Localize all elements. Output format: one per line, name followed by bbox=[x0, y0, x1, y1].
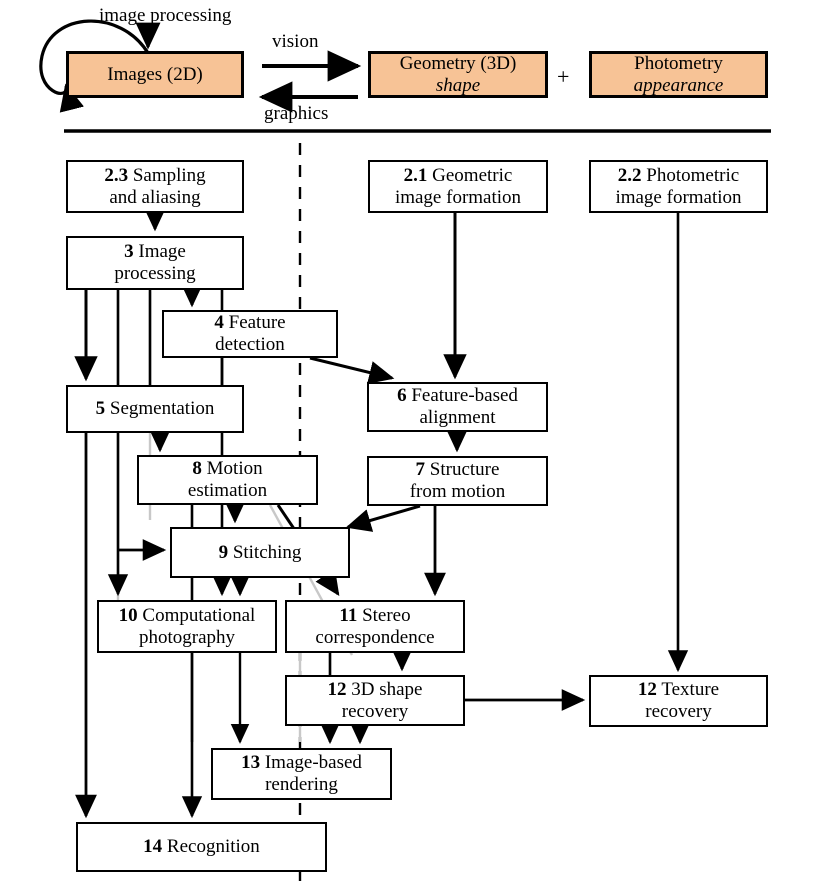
box-ch9-line1: 9 Stitching bbox=[218, 541, 302, 563]
box-ch4-line1: 4 Feature bbox=[214, 312, 286, 334]
box-ch3-line1: 3 Image bbox=[124, 241, 186, 263]
box-ch10-number: 10 bbox=[118, 604, 138, 626]
box-ch8-line1: 8 Motion bbox=[192, 458, 263, 480]
box-ch9-stitching[interactable]: 9 Stitching bbox=[170, 527, 350, 578]
box-ch2-2-line2: image formation bbox=[615, 186, 742, 208]
box-ch11-line1: 11 Stereo bbox=[339, 604, 411, 626]
box-ch2-2-number: 2.2 bbox=[617, 164, 642, 186]
box-ch3-line2: processing bbox=[114, 263, 196, 284]
box-ch9-number: 9 bbox=[218, 541, 229, 563]
box-ch2-1-geometric-image-formation[interactable]: 2.1 Geometric image formation bbox=[368, 160, 548, 213]
box-ch13-number: 13 bbox=[241, 752, 261, 774]
box-ch12a-line2: recovery bbox=[341, 700, 409, 722]
box-ch2-3-sampling-and-aliasing[interactable]: 2.3 Sampling and aliasing bbox=[66, 160, 244, 213]
box-ch13-image-based-rendering[interactable]: 13 Image-based rendering bbox=[211, 748, 392, 800]
box-ch6-number: 6 bbox=[397, 385, 407, 407]
box-ch4-line2: detection bbox=[215, 334, 285, 355]
box-ch8-line2: estimation bbox=[187, 480, 268, 501]
box-ch11-stereo-correspondence[interactable]: 11 Stereo correspondence bbox=[285, 600, 465, 653]
box-ch5-segmentation[interactable]: 5 Segmentation bbox=[66, 385, 244, 433]
box-ch4-feature-detection[interactable]: 4 Feature detection bbox=[162, 310, 338, 358]
box-ch6-feature-based-alignment[interactable]: 6 Feature-based alignment bbox=[367, 382, 548, 432]
box-photometry-label: Photometry bbox=[634, 52, 723, 74]
box-ch14-recognition[interactable]: 14 Recognition bbox=[76, 822, 327, 872]
box-geometry-3d-label: Geometry (3D) bbox=[399, 52, 517, 74]
box-images-2d-label: Images (2D) bbox=[107, 63, 203, 85]
box-ch3-image-processing[interactable]: 3 Image processing bbox=[66, 236, 244, 290]
box-ch12b-number: 12 bbox=[637, 679, 657, 701]
box-ch14-number: 14 bbox=[143, 836, 163, 858]
box-ch5-number: 5 bbox=[95, 398, 106, 420]
box-photometry-sublabel: appearance bbox=[633, 74, 724, 96]
box-ch2-2-line1: 2.2 Photometric bbox=[617, 164, 740, 186]
box-ch8-number: 8 bbox=[192, 458, 202, 480]
box-ch10-line1: 10 Computational bbox=[118, 604, 256, 626]
box-ch12b-line1: 12 Texture bbox=[637, 679, 720, 701]
box-ch3-number: 3 bbox=[124, 241, 134, 263]
box-ch10-line2: photography bbox=[138, 626, 236, 648]
box-ch12a-line1: 12 3D shape bbox=[327, 678, 423, 700]
box-ch12a-number: 12 bbox=[327, 678, 347, 700]
box-geometry-3d-sublabel: shape bbox=[435, 74, 481, 96]
box-ch2-3-line1: 2.3 Sampling bbox=[104, 164, 206, 186]
box-ch2-3-line2: and aliasing bbox=[109, 186, 201, 208]
box-ch7-line2: from motion bbox=[409, 481, 506, 502]
box-ch12-3d-shape-recovery[interactable]: 12 3D shape recovery bbox=[285, 675, 465, 726]
box-ch6-line1: 6 Feature-based bbox=[397, 385, 518, 407]
box-ch5-line1: 5 Segmentation bbox=[95, 398, 215, 420]
box-ch2-2-photometric-image-formation[interactable]: 2.2 Photometric image formation bbox=[589, 160, 768, 213]
box-ch11-number: 11 bbox=[339, 604, 358, 626]
box-ch7-line1: 7 Structure bbox=[415, 459, 500, 481]
box-ch14-line1: 14 Recognition bbox=[143, 836, 260, 858]
box-ch2-1-number: 2.1 bbox=[403, 164, 428, 186]
box-ch7-number: 7 bbox=[415, 459, 426, 481]
box-photometry[interactable]: Photometry appearance bbox=[589, 51, 768, 98]
label-graphics: graphics bbox=[264, 103, 329, 124]
label-image-processing: image processing bbox=[99, 5, 232, 26]
plus-symbol: + bbox=[557, 64, 570, 89]
box-ch10-computational-photography[interactable]: 10 Computational photography bbox=[97, 600, 277, 653]
box-ch12b-line2: recovery bbox=[645, 701, 712, 722]
box-ch12-texture-recovery[interactable]: 12 Texture recovery bbox=[589, 675, 768, 727]
box-ch4-number: 4 bbox=[214, 312, 224, 334]
box-ch13-line2: rendering bbox=[265, 774, 338, 795]
box-ch2-1-line2: image formation bbox=[394, 186, 522, 208]
box-ch6-line2: alignment bbox=[419, 407, 496, 428]
label-vision: vision bbox=[272, 31, 319, 52]
box-images-2d[interactable]: Images (2D) bbox=[66, 51, 244, 98]
box-ch7-structure-from-motion[interactable]: 7 Structure from motion bbox=[367, 456, 548, 506]
box-geometry-3d[interactable]: Geometry (3D) shape bbox=[368, 51, 548, 98]
box-ch8-motion-estimation[interactable]: 8 Motion estimation bbox=[137, 455, 318, 505]
box-ch13-line1: 13 Image-based bbox=[241, 752, 362, 774]
box-ch11-line2: correspondence bbox=[315, 626, 435, 648]
box-ch2-3-number: 2.3 bbox=[104, 164, 129, 186]
box-ch2-1-line1: 2.1 Geometric bbox=[403, 164, 513, 186]
